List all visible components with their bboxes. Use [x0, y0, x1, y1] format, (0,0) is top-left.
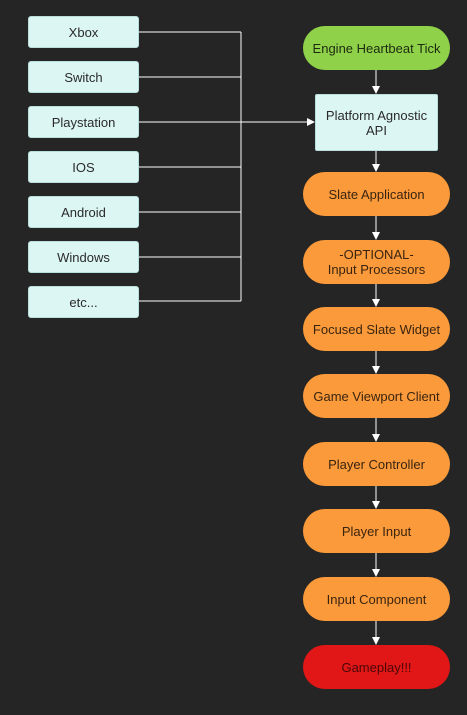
platform-etc: etc...	[28, 286, 139, 318]
platform-ios: IOS	[28, 151, 139, 183]
platform-playstation: Playstation	[28, 106, 139, 138]
flow-focused-slate-widget: Focused Slate Widget	[303, 307, 450, 351]
flow-player-input: Player Input	[303, 509, 450, 553]
flow-engine-heartbeat-tick: Engine Heartbeat Tick	[303, 26, 450, 70]
platform-agnostic-api: Platform Agnostic API	[315, 94, 438, 151]
flow-player-controller: Player Controller	[303, 442, 450, 486]
flow-slate-application: Slate Application	[303, 172, 450, 216]
platform-windows: Windows	[28, 241, 139, 273]
flow-gameplay: Gameplay!!!	[303, 645, 450, 689]
flow-input-component: Input Component	[303, 577, 450, 621]
platform-xbox: Xbox	[28, 16, 139, 48]
flow-game-viewport-client: Game Viewport Client	[303, 374, 450, 418]
flow-optional-input-processors: -OPTIONAL- Input Processors	[303, 240, 450, 284]
platform-switch: Switch	[28, 61, 139, 93]
platform-android: Android	[28, 196, 139, 228]
